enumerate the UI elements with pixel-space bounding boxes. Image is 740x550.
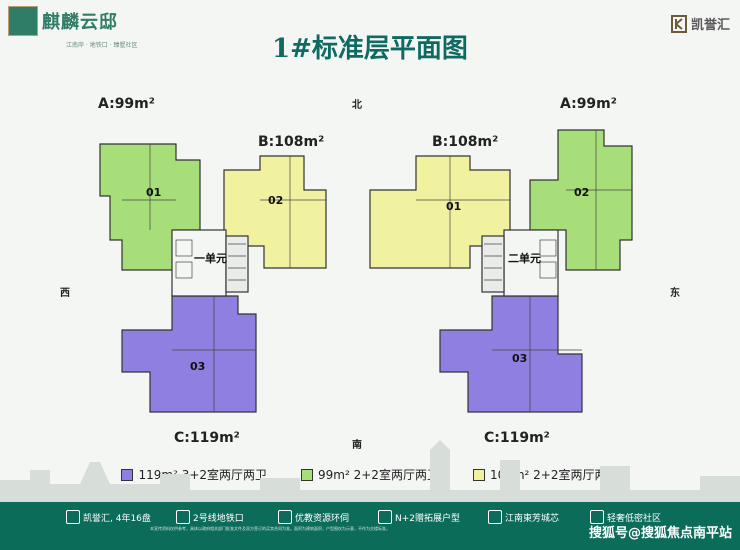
legend-swatch xyxy=(472,468,485,481)
area-label-b-left: B:108m² xyxy=(258,134,325,150)
feature-text: 2号线地铁口 xyxy=(193,513,244,524)
unit-block-2-label: 二单元 xyxy=(508,252,541,265)
core-left xyxy=(171,229,227,297)
feature-icon xyxy=(176,510,190,524)
unit-number-02-right: 02 xyxy=(574,186,590,199)
unit-number-01-left: 01 xyxy=(146,186,162,199)
feature-5: 江南東芳城芯 xyxy=(488,510,559,524)
core-right xyxy=(503,229,559,297)
feature-2: 2号线地铁口 xyxy=(176,510,244,524)
unit-number-01-right: 01 xyxy=(446,200,462,213)
unit-c-left xyxy=(121,295,257,413)
area-label-a-left: A:99m² xyxy=(98,96,155,112)
legend-item-99: 99m² 2+2室两厅两卫 xyxy=(301,466,439,483)
legend-text: 99m² 2+2室两厅两卫 xyxy=(318,468,439,482)
watermark: 搜狐号@搜狐焦点南平站 xyxy=(588,526,732,541)
south-label: 南 xyxy=(352,440,362,451)
unit-number-03-right: 03 xyxy=(512,352,528,365)
feature-1: 凯誉汇, 4年16盘 xyxy=(66,510,151,524)
feature-text: 凯誉汇, 4年16盘 xyxy=(83,513,151,524)
legend-swatch xyxy=(121,468,134,481)
feature-text: 江南東芳城芯 xyxy=(505,513,560,524)
project-name: 麒麟云邸 xyxy=(42,12,118,33)
east-label: 东 xyxy=(670,288,680,299)
feature-icon xyxy=(66,510,80,524)
brand-emblem-icon xyxy=(670,14,687,33)
area-label-c-left: C:119m² xyxy=(174,430,240,446)
legend: 119m² 3+2室两厅两卫 99m² 2+2室两厅两卫 108m² 2+2室两… xyxy=(0,466,740,483)
feature-icon xyxy=(278,510,292,524)
west-label: 西 xyxy=(60,288,70,299)
legend-item-108: 108m² 2+2室两厅两卫 xyxy=(472,466,619,483)
project-slogan: 江南岸 · 地铁口 · 臻墅社区 xyxy=(66,42,138,49)
logo-emblem-icon xyxy=(8,6,38,36)
unit-number-03-left: 03 xyxy=(190,360,206,373)
city-skyline xyxy=(0,440,740,502)
feature-text: 优教资源环伺 xyxy=(295,513,350,524)
feature-3: 优教资源环伺 xyxy=(278,510,349,524)
feature-6: 轻奢低密社区 xyxy=(590,510,661,524)
area-label-b-right: B:108m² xyxy=(432,134,499,150)
area-label-c-right: C:119m² xyxy=(484,430,550,446)
feature-text: 轻奢低密社区 xyxy=(607,513,662,524)
brand-name: 凯誉汇 xyxy=(690,18,730,33)
unit-block-1-label: 一单元 xyxy=(194,252,227,265)
stair-right xyxy=(481,235,505,293)
brand-logo: 凯誉汇 xyxy=(670,14,730,33)
feature-text: N+2赠拓展户型 xyxy=(395,513,460,524)
footer-bar: 凯誉汇, 4年16盘 2号线地铁口 优教资源环伺 N+2赠拓展户型 江南東芳城芯… xyxy=(0,502,740,550)
north-label: 北 xyxy=(352,100,362,111)
disclaimer: 本宣传资料仅供参考，具体以政府相关部门批准文件及双方签订的买卖合同为准。面积为建… xyxy=(150,526,390,531)
unit-number-02-left: 02 xyxy=(268,194,284,207)
unit-b-right xyxy=(369,155,511,269)
developer-logo: 麒麟云邸 xyxy=(8,6,118,36)
unit-a-right xyxy=(529,129,633,271)
feature-icon xyxy=(488,510,502,524)
legend-swatch xyxy=(301,468,314,481)
stair-left xyxy=(225,235,249,293)
unit-b-left xyxy=(223,155,327,269)
area-label-a-right: A:99m² xyxy=(560,96,617,112)
feature-icon xyxy=(378,510,392,524)
unit-c-right xyxy=(439,295,583,413)
feature-4: N+2赠拓展户型 xyxy=(378,510,460,524)
page-title: 1#标准层平面图 xyxy=(272,34,468,64)
feature-icon xyxy=(590,510,604,524)
legend-text: 108m² 2+2室两厅两卫 xyxy=(489,468,619,482)
